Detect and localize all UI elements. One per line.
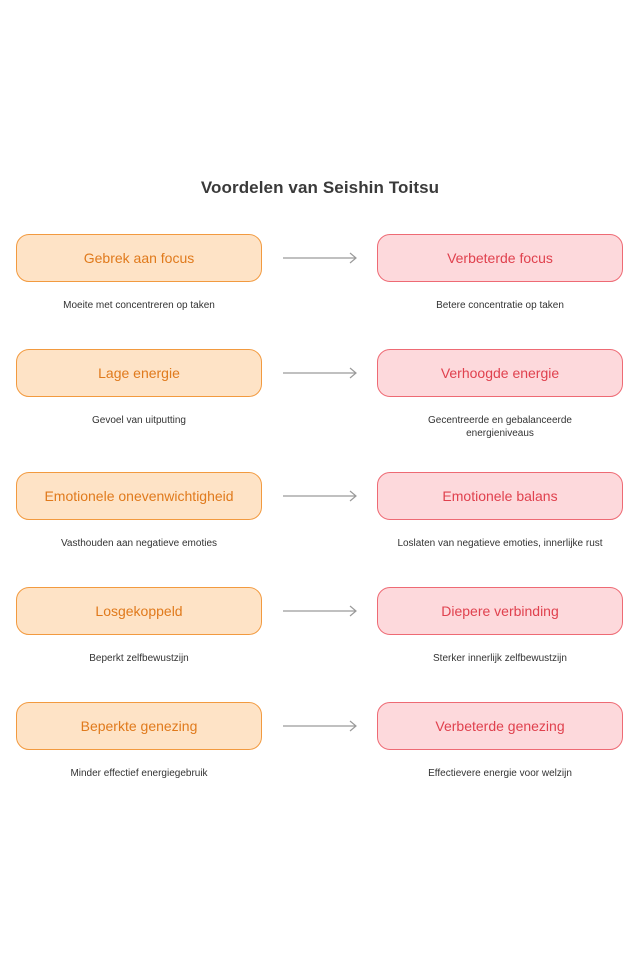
problem-box: Lage energie xyxy=(16,349,262,397)
benefit-description: Effectievere energie voor welzijn xyxy=(428,768,572,779)
diagram-title: Voordelen van Seishin Toitsu xyxy=(200,178,440,197)
benefit-box: Verbeterde genezing xyxy=(377,702,623,750)
arrow-right-icon xyxy=(283,605,357,617)
problem-description: Beperkt zelfbewustzijn xyxy=(89,653,189,664)
problem-description: Vasthouden aan negatieve emoties xyxy=(60,538,218,549)
benefit-description: Sterker innerlijk zelfbewustzijn xyxy=(433,653,567,664)
arrow-right-icon xyxy=(283,490,357,502)
problem-box: Emotionele onevenwichtigheid xyxy=(16,472,262,520)
problem-box: Beperkte genezing xyxy=(16,702,262,750)
comparison-row-connection: Losgekoppeld Diepere verbinding Beperkt … xyxy=(0,587,640,687)
benefit-description: Betere concentratie op taken xyxy=(436,300,564,311)
comparison-row-healing: Beperkte genezing Verbeterde genezing Mi… xyxy=(0,702,640,802)
arrow-right-icon xyxy=(283,367,357,379)
benefit-box: Verbeterde focus xyxy=(377,234,623,282)
benefit-description: Gecentreerde en gebalanceerde energieniv… xyxy=(428,415,572,439)
problem-description: Moeite met concentreren op taken xyxy=(63,300,215,311)
benefit-box: Emotionele balans xyxy=(377,472,623,520)
problem-description: Minder effectief energiegebruik xyxy=(70,768,208,779)
comparison-row-energy: Lage energie Verhoogde energie Gevoel va… xyxy=(0,349,640,449)
benefit-box: Verhoogde energie xyxy=(377,349,623,397)
problem-description: Gevoel van uitputting xyxy=(92,415,186,426)
problem-box: Gebrek aan focus xyxy=(16,234,262,282)
comparison-row-emotion: Emotionele onevenwichtigheid Emotionele … xyxy=(0,472,640,572)
arrow-right-icon xyxy=(283,252,357,264)
benefit-box: Diepere verbinding xyxy=(377,587,623,635)
benefit-description: Loslaten van negatieve emoties, innerlij… xyxy=(397,538,603,549)
comparison-row-focus: Gebrek aan focus Verbeterde focus Moeite… xyxy=(0,234,640,334)
problem-box: Losgekoppeld xyxy=(16,587,262,635)
arrow-right-icon xyxy=(283,720,357,732)
